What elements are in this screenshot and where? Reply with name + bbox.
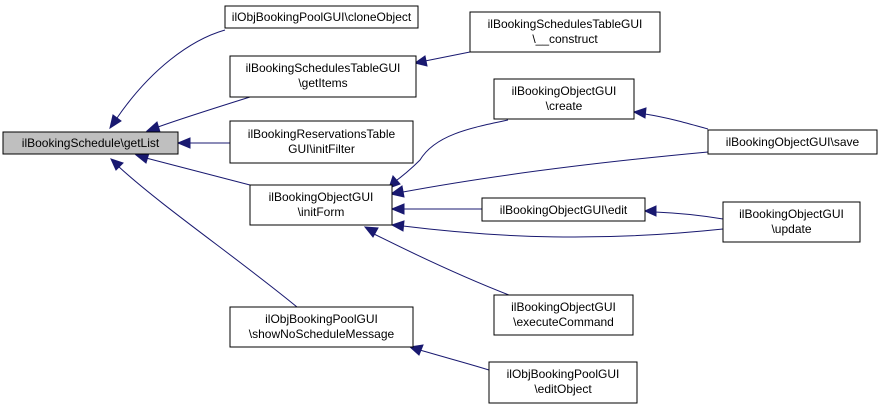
arrowhead-save-to-initform	[389, 185, 405, 198]
arrowhead-update-to-edit	[643, 205, 657, 217]
node-save[interactable]: ilBookingObjectGUI\save	[707, 129, 878, 155]
node-init-filter-line2: GUI\initFilter	[288, 142, 355, 156]
node-edit-object-line2: \editObject	[534, 382, 592, 396]
edge-shownosched-to-root	[117, 165, 298, 308]
node-create-line1: ilBookingObjectGUI	[512, 84, 617, 98]
node-show-no-schedule-message-line2: \showNoScheduleMessage	[249, 327, 395, 341]
edge-getitems-to-root	[157, 96, 251, 128]
node-construct-line1: ilBookingSchedulesTableGUI	[488, 17, 643, 31]
node-get-items[interactable]: ilBookingSchedulesTableGUI \getItems	[229, 55, 417, 98]
node-root[interactable]: ilBookingSchedule\getList	[2, 131, 179, 155]
node-execute-command[interactable]: ilBookingObjectGUI \executeCommand	[493, 294, 634, 336]
node-get-items-line1: ilBookingSchedulesTableGUI	[246, 61, 401, 75]
arrowhead-edit-to-initform	[390, 203, 405, 215]
edge-update-to-initform	[402, 225, 724, 238]
node-save-label: ilBookingObjectGUI\save	[726, 135, 860, 149]
edge-initform-to-root	[145, 157, 251, 186]
node-update[interactable]: ilBookingObjectGUI \update	[722, 201, 861, 243]
node-init-form[interactable]: ilBookingObjectGUI \initForm	[249, 184, 393, 226]
arrowhead-execcmd-to-initform	[363, 226, 379, 238]
edge-save-to-create	[644, 113, 709, 130]
node-edit[interactable]: ilBookingObjectGUI\edit	[481, 197, 646, 222]
arrowhead-save-to-create	[632, 107, 647, 119]
node-root-label: ilBookingSchedule\getList	[22, 136, 160, 150]
node-clone-object-label: ilObjBookingPoolGUI\cloneObject	[232, 10, 412, 24]
node-create[interactable]: ilBookingObjectGUI \create	[493, 78, 635, 120]
edge-editobj-to-shownosched	[419, 349, 490, 371]
arrowheads-layer	[109, 55, 657, 356]
node-get-items-line2: \getItems	[298, 76, 347, 90]
node-create-line2: \create	[546, 99, 583, 113]
node-init-filter-line1: ilBookingReservationsTable	[248, 127, 396, 141]
node-update-line1: ilBookingObjectGUI	[739, 207, 844, 221]
edge-construct-to-getitems	[424, 51, 471, 62]
arrowhead-getitems-to-root	[145, 121, 161, 133]
arrowhead-clone-to-root	[109, 114, 122, 130]
arrowhead-update-to-initform	[390, 220, 405, 232]
node-init-filter[interactable]: ilBookingReservationsTable GUI\initFilte…	[229, 120, 414, 164]
node-init-form-line2: \initForm	[298, 205, 345, 219]
node-edit-object[interactable]: ilObjBookingPoolGUI \editObject	[488, 361, 638, 404]
edge-execcmd-to-initform	[371, 232, 510, 296]
edge-create-to-initform	[392, 119, 509, 184]
arrowhead-shownosched-to-root	[110, 158, 124, 171]
arrowhead-initfilter-to-root	[176, 137, 191, 149]
node-execute-command-line2: \executeCommand	[513, 315, 614, 329]
node-construct-line2: \__construct	[532, 32, 598, 46]
edge-save-to-initform	[402, 151, 709, 193]
node-edit-object-line1: ilObjBookingPoolGUI	[507, 367, 620, 381]
node-execute-command-line1: ilBookingObjectGUI	[511, 300, 616, 314]
node-init-form-line1: ilBookingObjectGUI	[269, 190, 374, 204]
edge-update-to-edit	[654, 211, 724, 220]
edge-clone-to-root	[116, 29, 226, 119]
edges-layer	[116, 29, 724, 371]
node-show-no-schedule-message[interactable]: ilObjBookingPoolGUI \showNoScheduleMessa…	[229, 306, 414, 348]
node-clone-object[interactable]: ilObjBookingPoolGUI\cloneObject	[224, 5, 419, 29]
node-construct[interactable]: ilBookingSchedulesTableGUI \__construct	[469, 11, 661, 53]
arrowhead-construct-to-getitems	[413, 55, 428, 67]
node-show-no-schedule-message-line1: ilObjBookingPoolGUI	[265, 312, 378, 326]
node-update-line2: \update	[771, 222, 811, 236]
node-edit-label: ilBookingObjectGUI\edit	[500, 203, 628, 217]
